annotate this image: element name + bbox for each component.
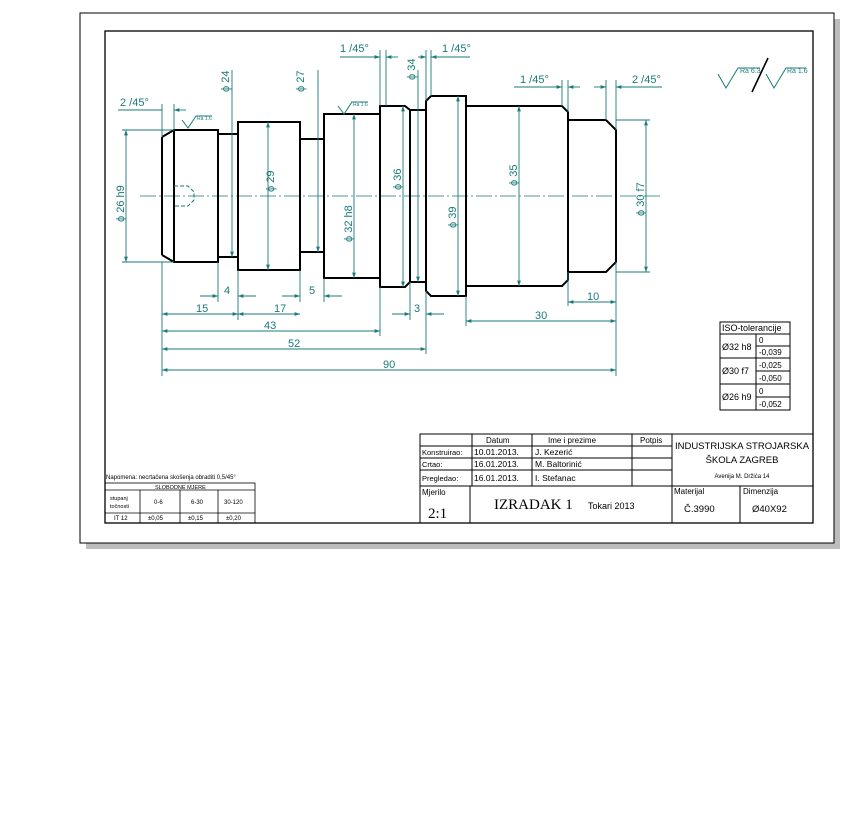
school-address: Avenija M. Držića 14 [715, 474, 771, 480]
iso-title: ISO-tolerancije [722, 323, 782, 333]
roughness-symbols [181, 57, 806, 129]
chamfer-top-left: 1 /45° [340, 43, 369, 55]
name-2: M. Baltorinić [535, 459, 583, 469]
dim-l3: 3 [414, 303, 420, 315]
part-name: IZRADAK 1 [494, 497, 573, 513]
roughness-local-2: Ra 1.6 [353, 102, 368, 108]
roughness-local-1: Ra 1.6 [197, 116, 212, 122]
free-dims-grade: IT 12 [114, 516, 128, 522]
dim-l90: 90 [383, 359, 395, 371]
free-dims-header-1: stupanj [110, 496, 128, 502]
chamfer-leaders [118, 50, 662, 137]
scale-value: 2:1 [428, 506, 447, 522]
role-2: Crtao: [422, 460, 442, 469]
iso-fit-2: Ø30 f7 [722, 366, 749, 376]
dim-l43: 43 [264, 320, 276, 332]
chamfer-right-a: 1 /45° [520, 74, 549, 86]
free-dims-title: SLOBODNE MJERE [155, 485, 206, 491]
dim-d35: ϕ 35 [508, 165, 520, 186]
free-dims-range-3: 30-120 [224, 500, 243, 506]
dim-l30: 30 [535, 310, 547, 322]
iso-upper-2: -0,025 [759, 361, 782, 370]
chamfer-top-right: 1 /45° [442, 43, 471, 55]
material-label: Materijal [674, 487, 704, 496]
iso-tolerance-table [719, 321, 791, 411]
iso-lower-2: -0,050 [759, 374, 782, 383]
free-dims-range-1: 0-6 [154, 500, 163, 506]
dim-d27: ϕ 27 [295, 71, 307, 92]
note-text: Napomena: necrtačena skošenja obraditi 0… [106, 475, 236, 481]
date-1: 10.01.2013. [474, 447, 519, 457]
free-dims-value-2: ±0,15 [188, 516, 204, 522]
dim-l10: 10 [587, 291, 599, 303]
part-subtitle: Tokari 2013 [588, 501, 635, 511]
iso-upper-3: 0 [759, 387, 764, 396]
diameter-dimensions [122, 70, 650, 296]
dim-d39: ϕ 39 [447, 207, 459, 228]
dimension-value: Ø40X92 [752, 504, 787, 515]
free-dims-header-2: točnosti [110, 504, 129, 510]
free-dims-table [104, 482, 256, 524]
dim-d36: ϕ 36 [392, 169, 404, 190]
col-name: Ime i prezime [548, 436, 597, 445]
dim-l4: 4 [224, 285, 230, 297]
roughness-secondary: Ra 1.6 [787, 68, 808, 75]
scale-label: Mjerilo [422, 488, 446, 497]
title-block-grid [419, 433, 814, 524]
dim-l17: 17 [274, 303, 286, 315]
dim-l15: 15 [196, 303, 208, 315]
free-dims-value-1: ±0,05 [148, 516, 164, 522]
iso-fit-3: Ø26 h9 [722, 392, 752, 402]
dim-l52: 52 [288, 338, 300, 350]
dim-l5: 5 [309, 285, 315, 297]
dim-d29: ϕ 29 [265, 171, 277, 192]
name-1: J. Kezerić [535, 447, 573, 457]
name-3: I. Stefanac [535, 473, 576, 483]
length-dimensions [161, 262, 617, 376]
school-line1: INDUSTRIJSKA STROJARSKA [675, 441, 810, 452]
dim-d34: ϕ 34 [406, 59, 418, 80]
col-datum: Datum [486, 436, 510, 445]
chamfer-left: 2 /45° [120, 97, 149, 109]
roughness-main: Ra 6.3 [740, 68, 761, 75]
role-3: Pregledao: [422, 474, 458, 483]
col-sign: Potpis [640, 436, 662, 445]
material-value: Č.3990 [684, 504, 715, 515]
center-hole [174, 185, 195, 207]
dim-d24: ϕ 24 [220, 71, 232, 92]
role-1: Konstruirao: [422, 448, 462, 457]
dim-d30: ϕ 30 f7 [635, 182, 647, 216]
iso-lower-3: -0,052 [759, 400, 782, 409]
chamfer-right-b: 2 /45° [632, 74, 661, 86]
date-2: 16.01.2013. [474, 459, 519, 469]
iso-fit-1: Ø32 h8 [722, 342, 752, 352]
date-3: 16.01.2013. [474, 473, 519, 483]
iso-upper-1: 0 [759, 336, 764, 345]
dim-d32: ϕ 32 h8 [343, 205, 355, 242]
school-line2: ŠKOLA ZAGREB [706, 455, 779, 466]
iso-lower-1: -0,039 [759, 348, 782, 357]
free-dims-range-2: 6-30 [191, 500, 204, 506]
free-dims-value-3: ±0,20 [226, 516, 242, 522]
dimension-label: Dimenzija [743, 487, 779, 496]
dim-d26: ϕ 26 h9 [115, 185, 127, 222]
